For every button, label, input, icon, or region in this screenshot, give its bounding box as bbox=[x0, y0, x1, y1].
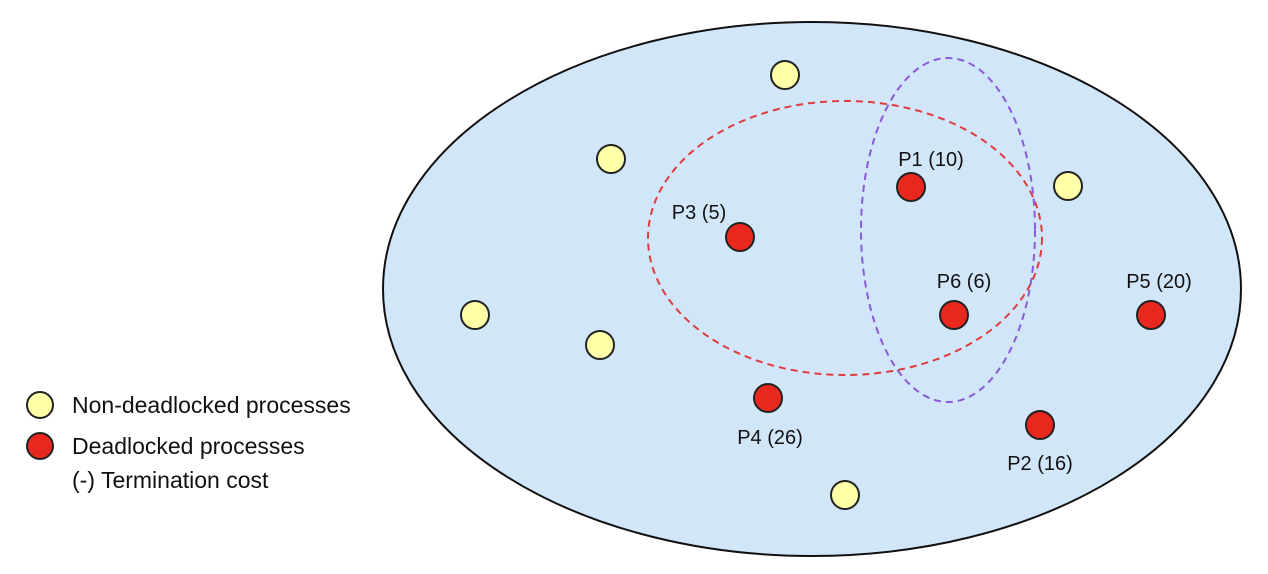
deadlock-group-purple bbox=[860, 57, 1036, 403]
deadlocked-process-p1 bbox=[896, 172, 926, 202]
non-deadlocked-process bbox=[770, 60, 800, 90]
non-deadlocked-process bbox=[830, 480, 860, 510]
deadlocked-process-p3 bbox=[725, 222, 755, 252]
non-deadlocked-process bbox=[460, 300, 490, 330]
process-label-p5: P5 (20) bbox=[1126, 271, 1192, 293]
deadlocked-process-p5 bbox=[1136, 300, 1166, 330]
process-label-p2: P2 (16) bbox=[1007, 453, 1073, 475]
deadlocked-process-p4 bbox=[753, 383, 783, 413]
legend-non-deadlocked-label: Non-deadlocked processes bbox=[72, 392, 351, 418]
legend-deadlocked-label: Deadlocked processes bbox=[72, 433, 305, 459]
process-label-p6: P6 (6) bbox=[937, 271, 991, 293]
deadlock-group-red bbox=[647, 100, 1043, 376]
deadlocked-legend-icon bbox=[26, 432, 54, 460]
legend-cost-note: (-) Termination cost bbox=[72, 467, 269, 493]
deadlocked-process-p2 bbox=[1025, 410, 1055, 440]
process-label-p1: P1 (10) bbox=[898, 149, 964, 171]
non-deadlocked-legend-icon bbox=[26, 391, 54, 419]
legend: Non-deadlocked processes Deadlocked proc… bbox=[26, 391, 351, 493]
non-deadlocked-process bbox=[585, 330, 615, 360]
non-deadlocked-process bbox=[596, 144, 626, 174]
process-label-p3: P3 (5) bbox=[672, 202, 726, 224]
non-deadlocked-process bbox=[1053, 171, 1083, 201]
process-label-p4: P4 (26) bbox=[737, 427, 803, 449]
deadlocked-process-p6 bbox=[939, 300, 969, 330]
